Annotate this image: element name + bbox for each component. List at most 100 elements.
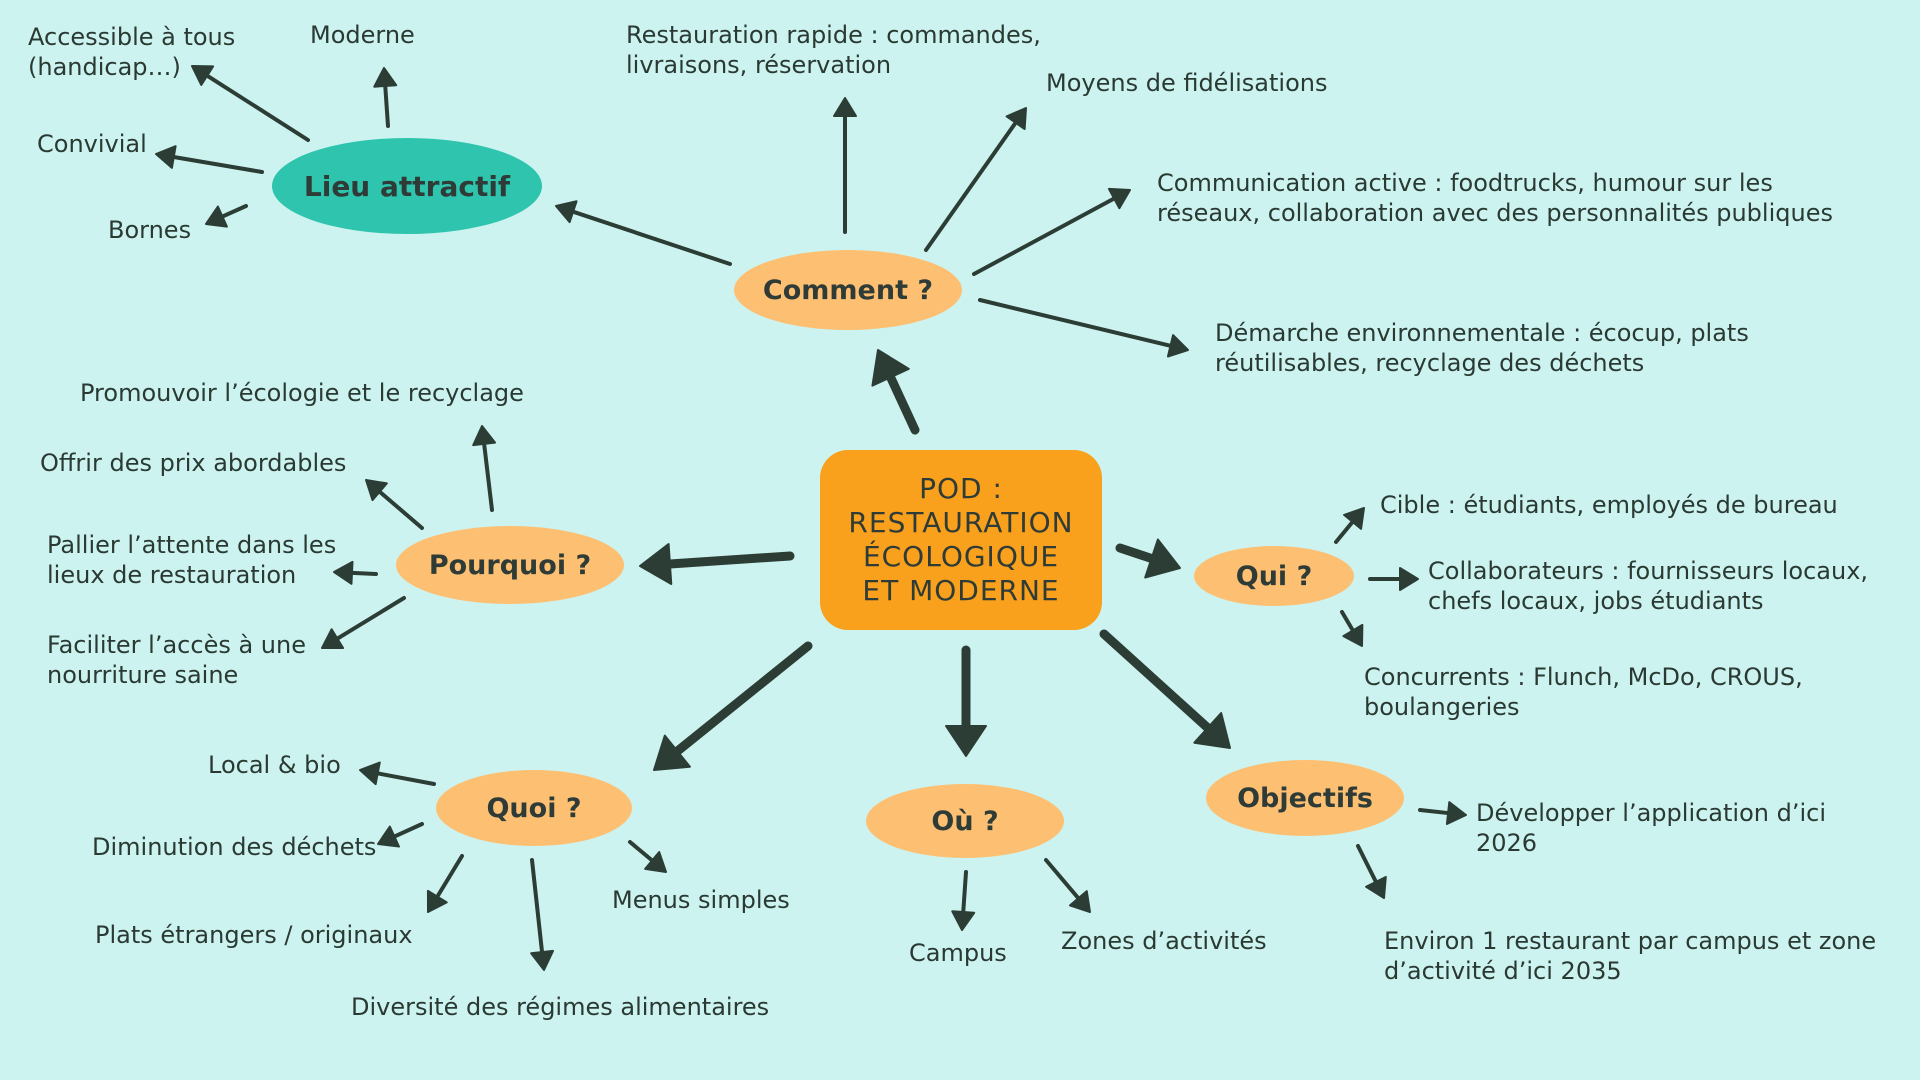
pourquoi-promouvoir-label: Promouvoir l’écologie et le recyclage — [80, 379, 524, 407]
arrow-objectifs-app-head — [1445, 801, 1467, 825]
arrow-quoi-plats — [435, 854, 464, 899]
arrow-quoi-local-head — [359, 761, 381, 786]
qui-collaborateurs-line-1: Collaborateurs : fournisseurs locaux, — [1428, 557, 1869, 585]
arrow-quoi-dechets-head — [377, 825, 400, 848]
comment-fidelisation-label: Moyens de fidélisations — [1046, 69, 1328, 97]
center-title: POD : RESTAURATION ÉCOLOGIQUE ET MODERNE — [848, 472, 1074, 607]
comment-restauration-line-2: livraisons, réservation — [626, 51, 892, 79]
arrow-comment-restauration-head — [833, 97, 857, 117]
arrow-qui-cible — [1334, 519, 1355, 544]
arrow-comment-lieu-head — [555, 200, 578, 224]
arrow-comment-fidelisation-head — [1005, 107, 1027, 131]
ou-label: Où ? — [931, 805, 999, 837]
qui-collaborateurs-line-2: chefs locaux, jobs étudiants — [1428, 587, 1764, 615]
pourquoi-pallier-line-1: Pallier l’attente dans les — [47, 531, 337, 559]
arrow-lieu-convivial-head — [155, 145, 177, 169]
arrow-pourquoi-pallier — [349, 570, 378, 576]
comment-label: Comment ? — [762, 274, 934, 306]
objectifs-restaurant-line-1: Environ 1 restaurant par campus et zone — [1384, 927, 1877, 955]
qui-node: Qui ? — [1194, 546, 1354, 606]
quoi-menus-label: Menus simples — [612, 886, 790, 914]
arrow-qui-cible-head — [1343, 507, 1365, 530]
arrow-center-comment-head — [871, 349, 910, 387]
objectifs-app-line-2: 2026 — [1476, 829, 1538, 857]
comment-node: Comment ? — [734, 250, 962, 330]
pourquoi-node: Pourquoi ? — [396, 526, 624, 604]
lieu-convivial-label: Convivial — [37, 130, 147, 158]
arrow-lieu-moderne-head — [373, 67, 398, 88]
arrow-ou-campus — [961, 870, 968, 915]
arrow-comment-demarche-head — [1166, 334, 1189, 358]
lieu-accessible-line-2: (handicap…) — [28, 53, 181, 81]
arrow-quoi-plats-head — [426, 889, 448, 913]
arrow-qui-concurrents — [1340, 610, 1355, 633]
objectifs-app-line-1: Développer l’application d’ici — [1476, 799, 1827, 827]
comment-demarche-line-2: réutilisables, recyclage des déchets — [1215, 349, 1645, 377]
arrow-lieu-accessible-head — [191, 65, 215, 86]
arrow-center-quoi-head — [653, 734, 691, 771]
arrow-pourquoi-promouvoir — [482, 441, 494, 512]
arrow-comment-communication-head — [1107, 187, 1131, 210]
center-node: POD : RESTAURATION ÉCOLOGIQUE ET MODERNE — [820, 450, 1102, 630]
pourquoi-faciliter-line-2: nourriture saine — [47, 661, 239, 689]
arrow-comment-demarche — [978, 298, 1173, 348]
pourquoi-pallier-line-2: lieux de restauration — [47, 561, 297, 589]
comment-demarche-line-1: Démarche environnementale : écocup, plat… — [1215, 319, 1749, 347]
pourquoi-faciliter-line-1: Faciliter l’accès à une — [47, 631, 306, 659]
ou-zones-label: Zones d’activités — [1061, 927, 1267, 955]
arrow-ou-zones — [1044, 858, 1081, 901]
qui-concurrents-label: Concurrents : Flunch, McDo, CROUS, boula… — [1364, 662, 1803, 722]
arrow-objectifs-restaurant-head — [1365, 875, 1387, 899]
arrow-quoi-local — [375, 771, 436, 786]
objectifs-label: Objectifs — [1237, 782, 1373, 814]
arrow-center-objectifs — [1099, 629, 1213, 733]
comment-demarche-label: Démarche environnementale : écocup, plat… — [1215, 318, 1749, 378]
arrow-quoi-diversite-head — [530, 949, 554, 971]
arrow-pourquoi-prix — [377, 489, 424, 530]
pourquoi-prix-label: Offrir des prix abordables — [40, 449, 347, 477]
arrow-ou-campus-head — [951, 910, 976, 931]
arrow-lieu-convivial — [171, 155, 264, 174]
quoi-local-label: Local & bio — [208, 751, 341, 779]
quoi-plats-label: Plats étrangers / originaux — [95, 921, 413, 949]
arrow-objectifs-restaurant — [1356, 844, 1378, 884]
arrow-lieu-moderne — [383, 83, 390, 128]
quoi-node: Quoi ? — [436, 770, 632, 846]
pourquoi-label: Pourquoi ? — [428, 549, 592, 581]
arrow-objectifs-app — [1418, 808, 1451, 816]
ou-campus-label: Campus — [909, 939, 1007, 967]
comment-communication-label: Communication active : foodtrucks, humou… — [1157, 168, 1833, 228]
arrow-lieu-bornes-head — [205, 205, 228, 228]
qui-concurrents-line-2: boulangeries — [1364, 693, 1520, 721]
quoi-diversite-label: Diversité des régimes alimentaires — [351, 993, 770, 1021]
comment-communication-line-2: réseaux, collaboration avec des personna… — [1157, 199, 1833, 227]
arrow-pourquoi-faciliter — [335, 596, 406, 641]
qui-cible-label: Cible : étudiants, employés de bureau — [1380, 491, 1838, 519]
arrow-center-ou-head — [945, 725, 987, 757]
objectifs-node: Objectifs — [1206, 760, 1404, 836]
arrow-quoi-dechets — [392, 822, 424, 839]
objectifs-restaurant-line-2: d’activité d’ici 2035 — [1384, 957, 1622, 985]
lieu-bornes-label: Bornes — [108, 216, 192, 244]
lieu-accessible-line-1: Accessible à tous — [28, 23, 236, 51]
arrow-center-qui-head — [1144, 538, 1181, 579]
arrow-center-qui — [1115, 543, 1157, 564]
arrow-comment-fidelisation — [924, 120, 1018, 252]
arrow-pourquoi-promouvoir-head — [472, 425, 497, 447]
arrow-pourquoi-pallier-head — [333, 560, 354, 585]
pourquoi-faciliter-label: Faciliter l’accès à une nourriture saine — [47, 630, 306, 690]
arrow-qui-concurrents-head — [1342, 623, 1364, 647]
arrow-quoi-diversite — [530, 858, 545, 955]
qui-collaborateurs-label: Collaborateurs : fournisseurs locaux, ch… — [1428, 556, 1868, 616]
arrow-pourquoi-faciliter-head — [321, 628, 345, 650]
lieu-moderne-label: Moderne — [310, 21, 415, 49]
arrow-center-quoi — [672, 641, 813, 756]
comment-communication-line-1: Communication active : foodtrucks, humou… — [1157, 169, 1773, 197]
arrow-center-pourquoi-head — [639, 543, 673, 585]
arrow-comment-lieu — [571, 209, 732, 266]
arrow-center-pourquoi — [665, 551, 795, 569]
comment-restauration-label: Restauration rapide : commandes, livrais… — [626, 20, 1041, 80]
quoi-dechets-label: Diminution des déchets — [92, 833, 377, 861]
arrow-center-objectifs-head — [1193, 712, 1231, 749]
lieu-accessible-label: Accessible à tous (handicap…) — [28, 22, 235, 82]
